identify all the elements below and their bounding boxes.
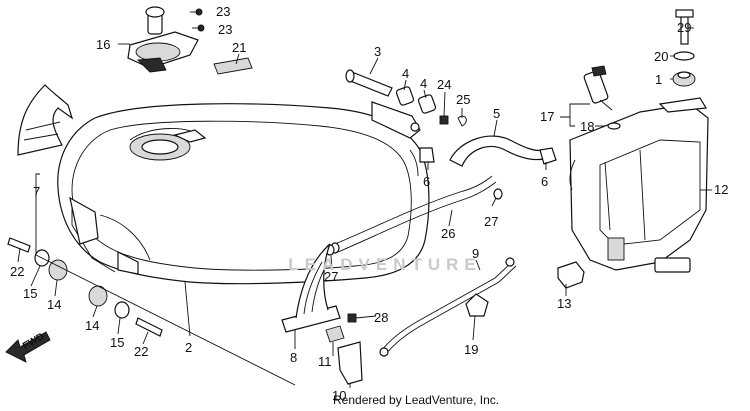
callout-18: 18 <box>580 119 594 134</box>
callout-11: 11 <box>318 354 332 369</box>
callout-14b: 14 <box>85 318 99 333</box>
callout-29: 29 <box>677 20 691 35</box>
callout-17: 17 <box>540 109 554 124</box>
breather-hose <box>334 175 493 245</box>
callout-9: 9 <box>472 246 479 261</box>
rod-clip <box>465 293 489 317</box>
callout-7: 7 <box>33 184 40 199</box>
reserve-bracket <box>557 261 585 289</box>
clip-25 <box>457 115 467 127</box>
breather-hose-inner <box>337 181 497 253</box>
callout-13: 13 <box>557 296 571 311</box>
callout-22a: 22 <box>10 264 24 279</box>
fuel-hose <box>449 135 549 167</box>
tank-emblem <box>17 84 74 156</box>
watermark-text: LEADVENTURE <box>288 255 482 274</box>
cushion-rubbers <box>395 86 437 114</box>
callout-1: 1 <box>655 72 662 87</box>
callout-15a: 15 <box>23 286 37 301</box>
callout-6a: 6 <box>423 174 430 189</box>
callout-24: 24 <box>437 77 451 92</box>
fuel-tank <box>57 101 431 285</box>
callout-15b: 15 <box>110 335 124 350</box>
screw-28 <box>347 313 357 323</box>
washer-24 <box>439 115 449 125</box>
callout-21: 21 <box>232 40 246 55</box>
reserve-tank <box>569 97 709 273</box>
bolt-stack <box>672 9 696 87</box>
fuel-cap <box>127 6 199 73</box>
leader-lines <box>17 11 712 388</box>
callout-6b: 6 <box>541 174 548 189</box>
tank-mount-hardware <box>7 237 163 337</box>
callout-23a: 23 <box>216 4 230 19</box>
callout-8: 8 <box>290 350 297 365</box>
callout-22b: 22 <box>134 344 148 359</box>
rubber-mount-pin <box>345 69 393 97</box>
callout-23b: 23 <box>218 22 232 37</box>
callout-27b: 27 <box>484 214 498 229</box>
callout-27a: 27 <box>324 269 338 284</box>
callout-26: 26 <box>441 226 455 241</box>
callout-4b: 4 <box>420 76 427 91</box>
callout-3: 3 <box>374 44 381 59</box>
callout-10: 10 <box>332 388 346 403</box>
callout-19: 19 <box>464 342 478 357</box>
side-emblem <box>281 243 341 333</box>
forward-arrow-icon <box>5 331 51 363</box>
callout-5: 5 <box>493 106 500 121</box>
callout-25: 25 <box>456 92 470 107</box>
callout-12: 12 <box>714 182 728 197</box>
connecting-rod <box>379 257 517 357</box>
grommet-11 <box>325 325 345 343</box>
callout-20: 20 <box>654 49 668 64</box>
callout-16: 16 <box>96 37 110 52</box>
fitting-27-b <box>493 188 503 200</box>
mount-bracket-10 <box>337 341 363 385</box>
callout-14a: 14 <box>47 297 61 312</box>
fuel-valve <box>583 65 613 111</box>
hose-clamps <box>419 147 557 165</box>
callout-numbers: 1 2 3 4 4 5 6 6 7 8 9 10 11 12 13 14 14 … <box>10 4 728 403</box>
decal <box>213 57 253 75</box>
callout-4a: 4 <box>402 66 409 81</box>
credit-text: Rendered by LeadVenture, Inc. <box>333 393 500 407</box>
callout-2: 2 <box>185 340 192 355</box>
o-ring-18 <box>607 122 621 130</box>
callout-28: 28 <box>374 310 388 325</box>
